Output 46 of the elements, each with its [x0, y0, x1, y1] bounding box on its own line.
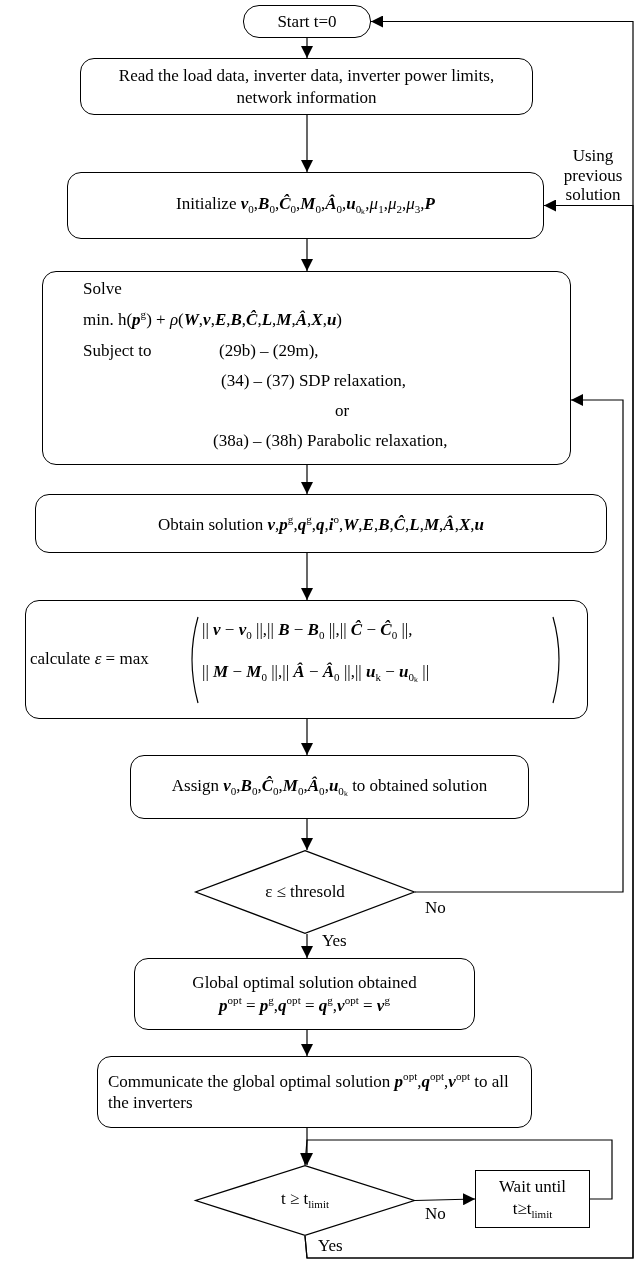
process-box [97, 1056, 532, 1128]
arrow [414, 394, 624, 893]
step-text: (34) – (37) SDP relaxation, [221, 370, 406, 392]
arrow [301, 933, 313, 959]
process-box [475, 1170, 590, 1228]
step-text: Wait until t≥t$_{limit}$ [497, 1176, 568, 1222]
step-text: Global optimal solution obtained [192, 972, 417, 994]
step-text: calculate ε = max [30, 648, 149, 670]
step-text: || M − M$_{0}$ ||,|| Â − Â$_{0}$ ||,|| u$_{k}$ − u$_{0ₖ}$ || [202, 661, 430, 686]
step-text: || v − v$_{0}$ ||,|| B − B$_{0}$ ||,|| Ĉ − Ĉ$_{0}$ ||, [202, 619, 413, 644]
arrow [301, 464, 313, 495]
step-text: or [335, 400, 350, 422]
arrow [301, 114, 313, 173]
process-box [80, 58, 533, 115]
arrow [301, 1029, 313, 1057]
process-box [134, 958, 475, 1030]
edge-label: Using previous solution [562, 146, 624, 205]
step-text: p$^{opt}$ = p$^{g}$,q$^{opt}$ = q$^{g}$,v$^{opt}$ = v$^{g}$ [219, 993, 390, 1016]
arrow [414, 1193, 476, 1206]
arrow [301, 238, 313, 272]
arrow [301, 552, 313, 601]
decision-text: t ≥ t$_{limit}$ [280, 1188, 330, 1213]
process-box [42, 271, 571, 465]
process-box [25, 600, 588, 719]
step-text: Communicate the global optimal solution p$^{opt}$,q$^{opt}$,v$^{opt}$ to all the inverters [108, 1070, 510, 1114]
step-text: Obtain solution v,p$^{g}$,q$^{g}$,q,i$^{o}$,W,E,B,Ĉ,L,M,Â,X,u [158, 512, 484, 535]
step-text: Start t=0 [277, 10, 337, 33]
arrow [301, 718, 313, 756]
decision-diamond [195, 850, 415, 934]
arrow [301, 37, 313, 59]
step-text: Initialize v$_{0}$,B$_{0}$,Ĉ$_{0}$,M$_{0}$,Â$_{0}$,u$_{0ₖ}$,μ$_{1}$,μ$_{2}$,μ$_{3}$,P [176, 193, 435, 218]
process-box [35, 494, 607, 553]
start-terminal [243, 5, 371, 38]
step-text: (38a) – (38h) Parabolic relaxation, [213, 430, 448, 452]
step-text: min. h(p$^{g}$) + ρ(W,v,E,B,Ĉ,L,M,Â,X,u) [83, 308, 343, 330]
arrow [301, 818, 313, 851]
step-text: (29b) – (29m), [219, 340, 319, 362]
step-text: Subject to [83, 340, 152, 362]
process-box [130, 755, 529, 819]
step-text: Solve [83, 278, 122, 300]
arrow [300, 1139, 613, 1200]
step-text: Read the load data, inverter data, inverter power limits, network information [117, 65, 496, 108]
step-text: Assign v$_{0}$,B$_{0}$,Ĉ$_{0}$,M$_{0}$,Â$_{0}$,u$_{0ₖ}$ to obtained solution [171, 774, 488, 800]
decision-text: ε ≤ thresold [265, 881, 345, 903]
process-box [67, 172, 544, 239]
decision-diamond [195, 1165, 415, 1236]
